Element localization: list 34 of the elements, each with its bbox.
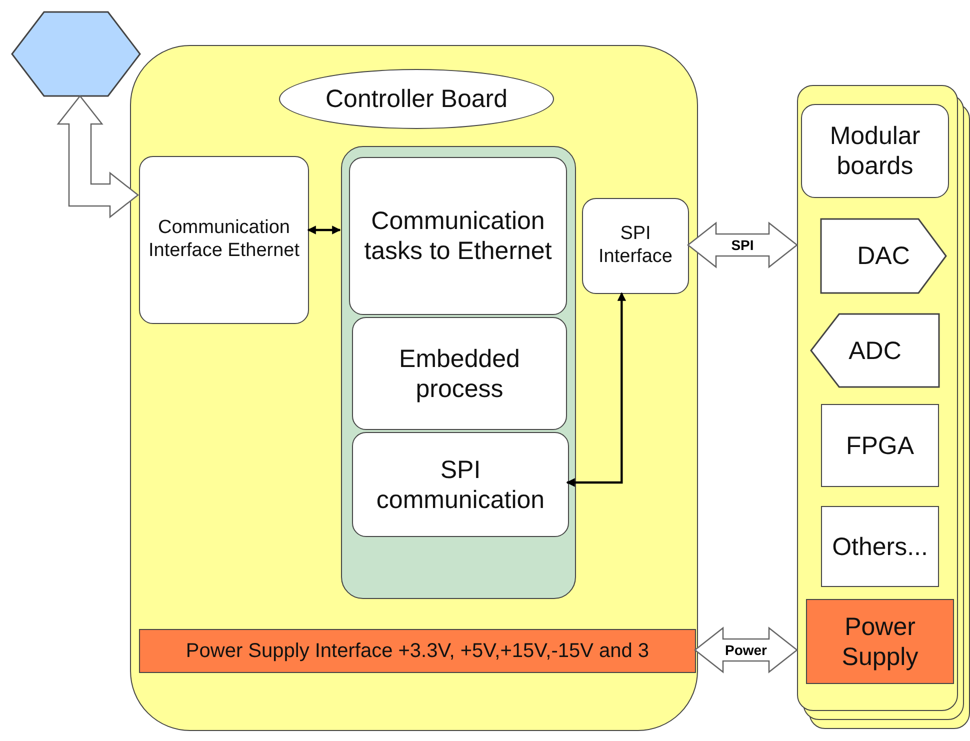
connector-arrow	[566, 292, 626, 487]
power-supply-box	[806, 599, 954, 684]
node-label: Others...	[831, 532, 929, 562]
edge-label: Power	[723, 642, 769, 658]
node-label: Modular boards	[828, 121, 922, 181]
board-title: Controller Board	[279, 69, 554, 129]
hexagon-node	[12, 12, 140, 96]
input-pentagon	[811, 314, 939, 387]
heading-box	[801, 104, 949, 198]
process-box	[352, 317, 567, 430]
node-label: SPI communication	[375, 454, 546, 514]
process-panel	[341, 146, 576, 599]
module-box	[821, 506, 939, 587]
node-label: Power Supply	[840, 612, 920, 672]
node-label: Communication Interface Ethernet	[147, 217, 301, 263]
node-label: Embedded process	[398, 344, 521, 404]
block-arrow	[56, 94, 140, 218]
interface-box	[582, 198, 689, 294]
task-box	[349, 157, 567, 315]
process-box	[352, 432, 569, 537]
node-label: DAC	[856, 241, 911, 271]
output-pentagon	[821, 219, 946, 293]
node-label: ADC	[848, 336, 902, 366]
board-panel	[130, 45, 698, 731]
node-label: SPI Interface	[598, 223, 674, 269]
modular-board-panel	[797, 85, 958, 711]
interface-box	[139, 156, 309, 324]
module-box	[821, 404, 939, 487]
edge-label: SPI	[729, 237, 756, 253]
connector-arrow	[307, 226, 341, 234]
node-label: Communication tasks to Ethernet	[363, 206, 553, 266]
node-label: FPGA	[844, 430, 916, 460]
power-interface-bar	[139, 629, 696, 673]
node-label: Power Supply Interface +3.3V, +5V,+15V,-15V and 3	[184, 639, 650, 663]
